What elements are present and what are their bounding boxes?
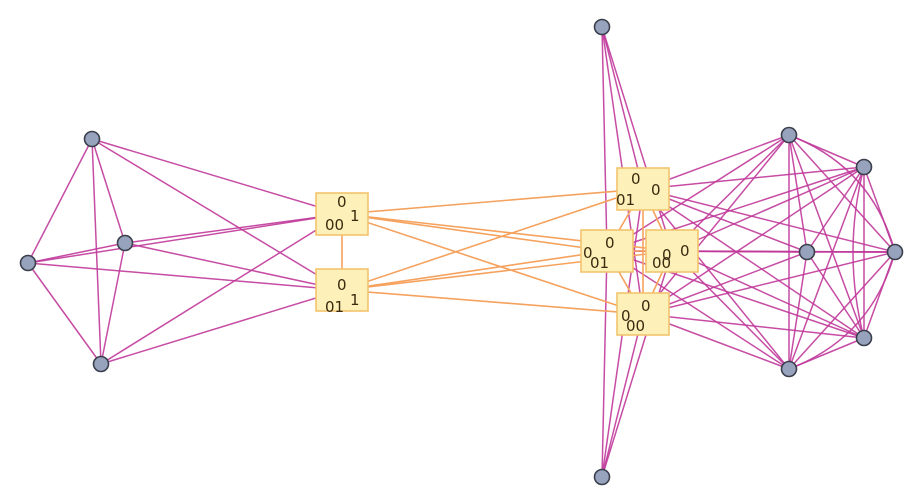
edge-B2-B3 [341,188,644,291]
node-L1 [83,130,101,148]
box-label: 0 [583,244,593,262]
edge-B1-B4 [341,213,608,252]
edge-B3-R5 [642,188,865,339]
node-R6 [780,360,798,378]
node-R3 [798,243,816,261]
edge-B6-R2 [642,166,865,315]
node-L4 [92,355,110,373]
node-R5 [855,329,873,347]
edge-R3-R5 [806,251,865,339]
box-rect [315,268,369,312]
box-label: 01 [325,298,344,316]
edge-L1-B1 [91,138,343,215]
box-label: 01 [616,191,635,209]
edge-L2-B2 [124,242,343,291]
edge-L1-L4 [91,138,102,365]
node-R4 [886,243,904,261]
edge-B6-R1 [642,134,790,315]
edge-T-B4 [601,26,608,252]
edge-T-B3 [601,26,644,190]
box-rect [616,292,670,336]
edge-B1-B6 [341,213,644,315]
node-T [593,18,611,36]
edge-R2-R3 [806,166,865,253]
box-rect [580,229,634,273]
edge-B1-B3 [341,188,644,215]
box-label: 0 [605,234,615,252]
edge-L3-L4 [27,262,102,365]
box-rect [315,192,369,236]
box-label: 0 [651,181,661,199]
node-L2 [116,234,134,252]
box-label: 0 [662,246,672,264]
edge-B4-R6 [606,250,790,370]
box-label: 0 [641,297,651,315]
edge-Bt-B6 [601,313,644,478]
edge-L2-L3 [27,242,126,264]
box-label: 1 [350,207,360,225]
box-label: 0 [631,170,641,188]
box-node-B2: 0 01 1 [315,268,369,316]
node-R1 [780,126,798,144]
curved-edge-R4-R6 [788,251,896,370]
edge-B3-R3 [642,188,808,253]
box-label: 1 [350,291,360,309]
edge-R1-R4 [788,134,896,253]
box-label: 0 [680,242,690,260]
nodes-layer [19,18,904,486]
edge-L4-B2 [100,289,343,365]
curved-edge-R2-R5 [852,166,865,339]
edge-B2-B6 [341,289,644,315]
edge-T-B5 [601,26,673,252]
edge-B4-R1 [606,134,790,252]
edges-layer [27,26,896,478]
box-label: 0 [337,193,347,211]
node-L3 [19,254,37,272]
edge-L1-B2 [91,138,343,291]
edge-L2-L4 [100,242,126,365]
box-label: 0 [337,276,347,294]
edge-B5-R2 [671,166,865,252]
box-rect [645,229,699,273]
edge-L3-B1 [27,213,343,264]
edge-B5-R4 [671,250,896,253]
edge-Bt-B5 [601,250,673,478]
edge-R4-R6 [788,251,896,370]
edge-B3-R6 [642,188,790,370]
box-rect [616,167,670,211]
node-R2 [855,158,873,176]
box-label: 00 [626,317,645,335]
curved-edge-R1-R4 [788,134,896,253]
edge-L4-B1 [100,213,343,365]
edge-B2-B4 [341,250,608,291]
box-label: 0 [621,307,631,325]
edge-R2-R6 [788,166,865,370]
box-label: 01 [590,254,609,272]
box-label: 00 [325,216,344,234]
edge-R3-R6 [788,251,808,370]
edge-B6-R5 [642,313,865,339]
edge-B6-R3 [642,251,808,315]
edge-L2-B1 [124,213,343,244]
edge-Bt-B4 [601,250,608,478]
edge-R1-R3 [788,134,808,253]
edge-B5-R5 [671,250,865,339]
edge-L1-L2 [91,138,126,244]
box-label: 00 [652,254,671,272]
edge-R1-R5 [788,134,865,339]
edge-L1-L3 [27,138,93,264]
edge-L3-B2 [27,262,343,291]
node-Bt [593,468,611,486]
box-node-B3: 0 01 0 [616,167,670,211]
